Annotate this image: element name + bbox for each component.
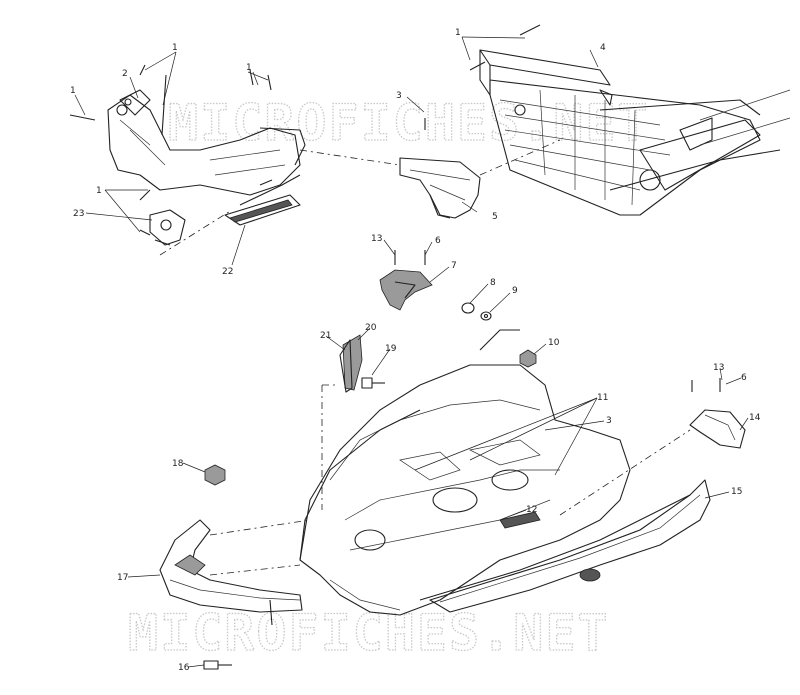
nut-10 [519, 349, 537, 368]
callout-10: 10 [548, 338, 560, 348]
fasteners-8-9 [461, 302, 492, 321]
callout-labels: 1 2 1 1 1 23 22 1 4 3 5 13 6 7 8 9 21 20… [70, 28, 761, 673]
callout-17: 17 [117, 573, 128, 583]
callout-4: 4 [600, 43, 606, 53]
fastener-group [69, 24, 721, 392]
callout-1: 1 [246, 63, 252, 73]
callout-2: 2 [122, 69, 128, 79]
callout-18: 18 [172, 459, 184, 469]
callout-3: 3 [606, 416, 612, 426]
callout-12: 12 [526, 505, 537, 515]
bolt-16 [203, 660, 232, 670]
callout-1: 1 [70, 86, 76, 96]
callout-13: 13 [713, 363, 724, 373]
callout-3: 3 [396, 91, 402, 101]
nut-18 [204, 464, 226, 486]
callout-leaders [74, 36, 749, 668]
bracket-7 [379, 269, 433, 311]
callout-11: 11 [597, 393, 608, 403]
assembly-leaders [159, 139, 691, 576]
watermark-top: MICROFICHES.NET [168, 94, 650, 152]
callout-5: 5 [492, 212, 498, 222]
callout-1: 1 [96, 186, 102, 196]
callout-1: 1 [455, 28, 461, 38]
callout-19: 19 [385, 344, 397, 354]
bracket-22 [224, 174, 301, 226]
callout-15: 15 [731, 487, 742, 497]
frame-assembly [479, 49, 791, 216]
bracket-20-21 [339, 334, 363, 393]
callout-14: 14 [749, 413, 761, 423]
bumper-17 [159, 519, 303, 626]
callout-22: 22 [222, 267, 233, 277]
bracket-5 [399, 157, 481, 219]
watermark-bottom: MICROFICHES.NET [128, 604, 610, 662]
callout-13: 13 [371, 234, 382, 244]
callout-23: 23 [73, 209, 84, 219]
frame-arm [107, 89, 306, 196]
callout-9: 9 [512, 286, 518, 296]
nose-pan [299, 329, 691, 616]
callout-7: 7 [451, 261, 457, 271]
bolt-19 [361, 377, 385, 389]
bracket-14 [689, 409, 746, 449]
callout-16: 16 [178, 663, 190, 673]
callout-6: 6 [741, 373, 747, 383]
side-panel-15 [429, 479, 711, 613]
callout-8: 8 [490, 278, 496, 288]
bracket-23 [149, 209, 186, 246]
callout-6: 6 [435, 236, 441, 246]
callout-1: 1 [172, 43, 178, 53]
callout-21: 21 [320, 331, 331, 341]
callout-20: 20 [365, 323, 377, 333]
